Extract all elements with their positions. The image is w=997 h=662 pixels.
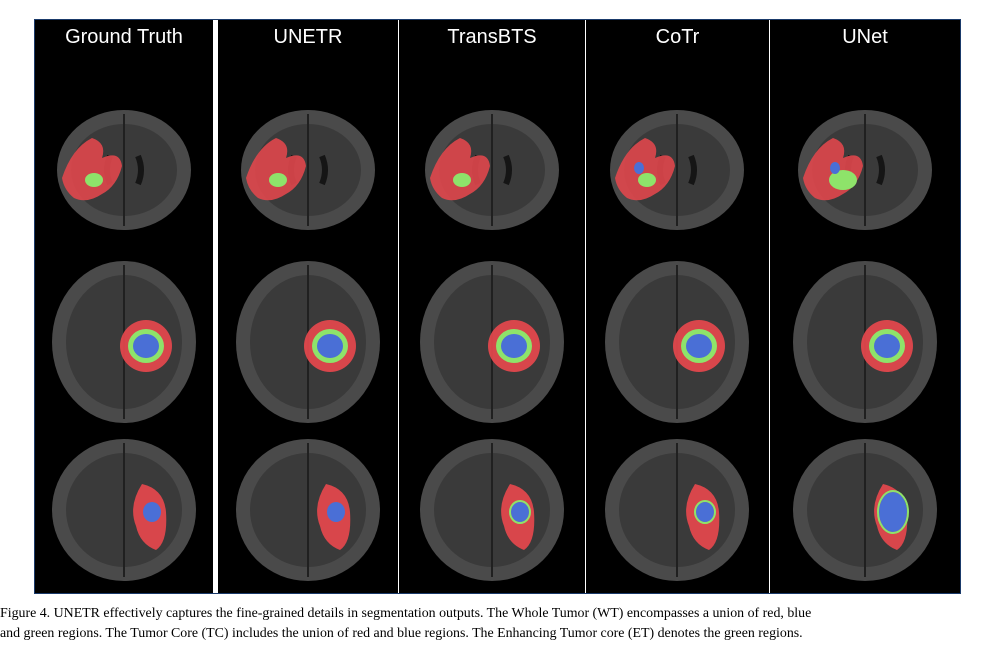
brain-scan xyxy=(241,110,375,230)
tumor-green-region xyxy=(877,490,909,534)
tumor-blue-region xyxy=(317,334,343,358)
tumor-green-region xyxy=(638,173,656,187)
tumor-green-region xyxy=(85,173,103,187)
brain-scan xyxy=(52,439,196,581)
brain-panel-transbts-row-3 xyxy=(412,435,572,590)
tumor-blue-region xyxy=(511,502,529,522)
tumor-blue-region xyxy=(686,334,712,358)
brain-scan xyxy=(605,439,749,581)
brain-scan xyxy=(420,261,564,423)
column-title: UNet xyxy=(842,26,888,48)
tumor-blue-region xyxy=(143,502,161,522)
brain-panel-transbts-row-2 xyxy=(412,257,572,432)
tumor-blue-region xyxy=(879,492,907,532)
tumor-blue-region xyxy=(501,334,527,358)
column-divider xyxy=(398,20,399,593)
column-divider xyxy=(769,20,770,593)
brain-scan xyxy=(236,261,380,423)
brain-panel-unetr-row-3 xyxy=(228,435,388,590)
brain-panel-cotr-row-3 xyxy=(597,435,757,590)
tumor-red-region xyxy=(615,138,675,201)
brain-panel-unet-row-1 xyxy=(790,106,940,239)
column-divider xyxy=(585,20,586,593)
tumor-red-region xyxy=(246,138,306,201)
tumor-blue-region xyxy=(696,502,714,522)
brain-panel-ground-truth-row-2 xyxy=(44,257,204,432)
segmentation-figure: Ground Truth UNETR TransBTS CoTr UNet xyxy=(34,19,961,594)
column-ground-truth: Ground Truth xyxy=(35,20,213,593)
tumor-blue-region xyxy=(327,502,345,522)
tumor-blue-region xyxy=(874,334,900,358)
tumor-blue-region xyxy=(634,162,644,174)
brain-ventricle xyxy=(876,154,885,186)
caption-line-1: Figure 4. UNETR effectively captures the… xyxy=(0,606,812,621)
column-unet: UNet xyxy=(770,20,960,593)
column-unetr: UNETR xyxy=(218,20,398,593)
brain-panel-cotr-row-1 xyxy=(602,106,752,239)
tumor-green-region xyxy=(829,170,857,190)
brain-scan xyxy=(793,439,937,581)
brain-scan xyxy=(798,110,932,230)
brain-scan xyxy=(420,439,564,581)
tumor-green-region xyxy=(694,500,716,524)
tumor-blue-region xyxy=(133,334,159,358)
tumor-green-region xyxy=(509,500,531,524)
brain-panel-transbts-row-1 xyxy=(417,106,567,239)
brain-ventricle xyxy=(503,154,512,186)
column-transbts: TransBTS xyxy=(399,20,585,593)
brain-scan xyxy=(605,261,749,423)
column-title: CoTr xyxy=(655,26,700,48)
brain-panel-ground-truth-row-3 xyxy=(44,435,204,590)
tumor-red-region xyxy=(62,138,122,201)
tumor-green-region xyxy=(269,173,287,187)
brain-ventricle xyxy=(319,154,328,186)
tumor-blue-region xyxy=(830,162,840,174)
tumor-green-region xyxy=(453,173,471,187)
brain-scan xyxy=(610,110,744,230)
brain-scan xyxy=(793,261,937,423)
column-title: Ground Truth xyxy=(65,26,183,48)
brain-ventricle xyxy=(688,154,697,186)
tumor-red-region xyxy=(430,138,490,201)
brain-panel-unetr-row-2 xyxy=(228,257,388,432)
brain-panel-unetr-row-1 xyxy=(233,106,383,239)
brain-scan xyxy=(425,110,559,230)
brain-scan xyxy=(52,261,196,423)
brain-panel-unet-row-2 xyxy=(785,257,945,432)
brain-panel-cotr-row-2 xyxy=(597,257,757,432)
brain-scan xyxy=(236,439,380,581)
column-cotr: CoTr xyxy=(586,20,769,593)
column-title: TransBTS xyxy=(447,26,537,48)
brain-panel-unet-row-3 xyxy=(785,435,945,590)
brain-scan xyxy=(57,110,191,230)
column-title: UNETR xyxy=(273,26,343,48)
brain-ventricle xyxy=(135,154,144,186)
caption-line-2: and green regions. The Tumor Core (TC) i… xyxy=(0,626,803,641)
figure-caption: Figure 4. UNETR effectively captures the… xyxy=(0,604,997,644)
brain-panel-ground-truth-row-1 xyxy=(49,106,199,239)
column-divider xyxy=(213,20,218,593)
